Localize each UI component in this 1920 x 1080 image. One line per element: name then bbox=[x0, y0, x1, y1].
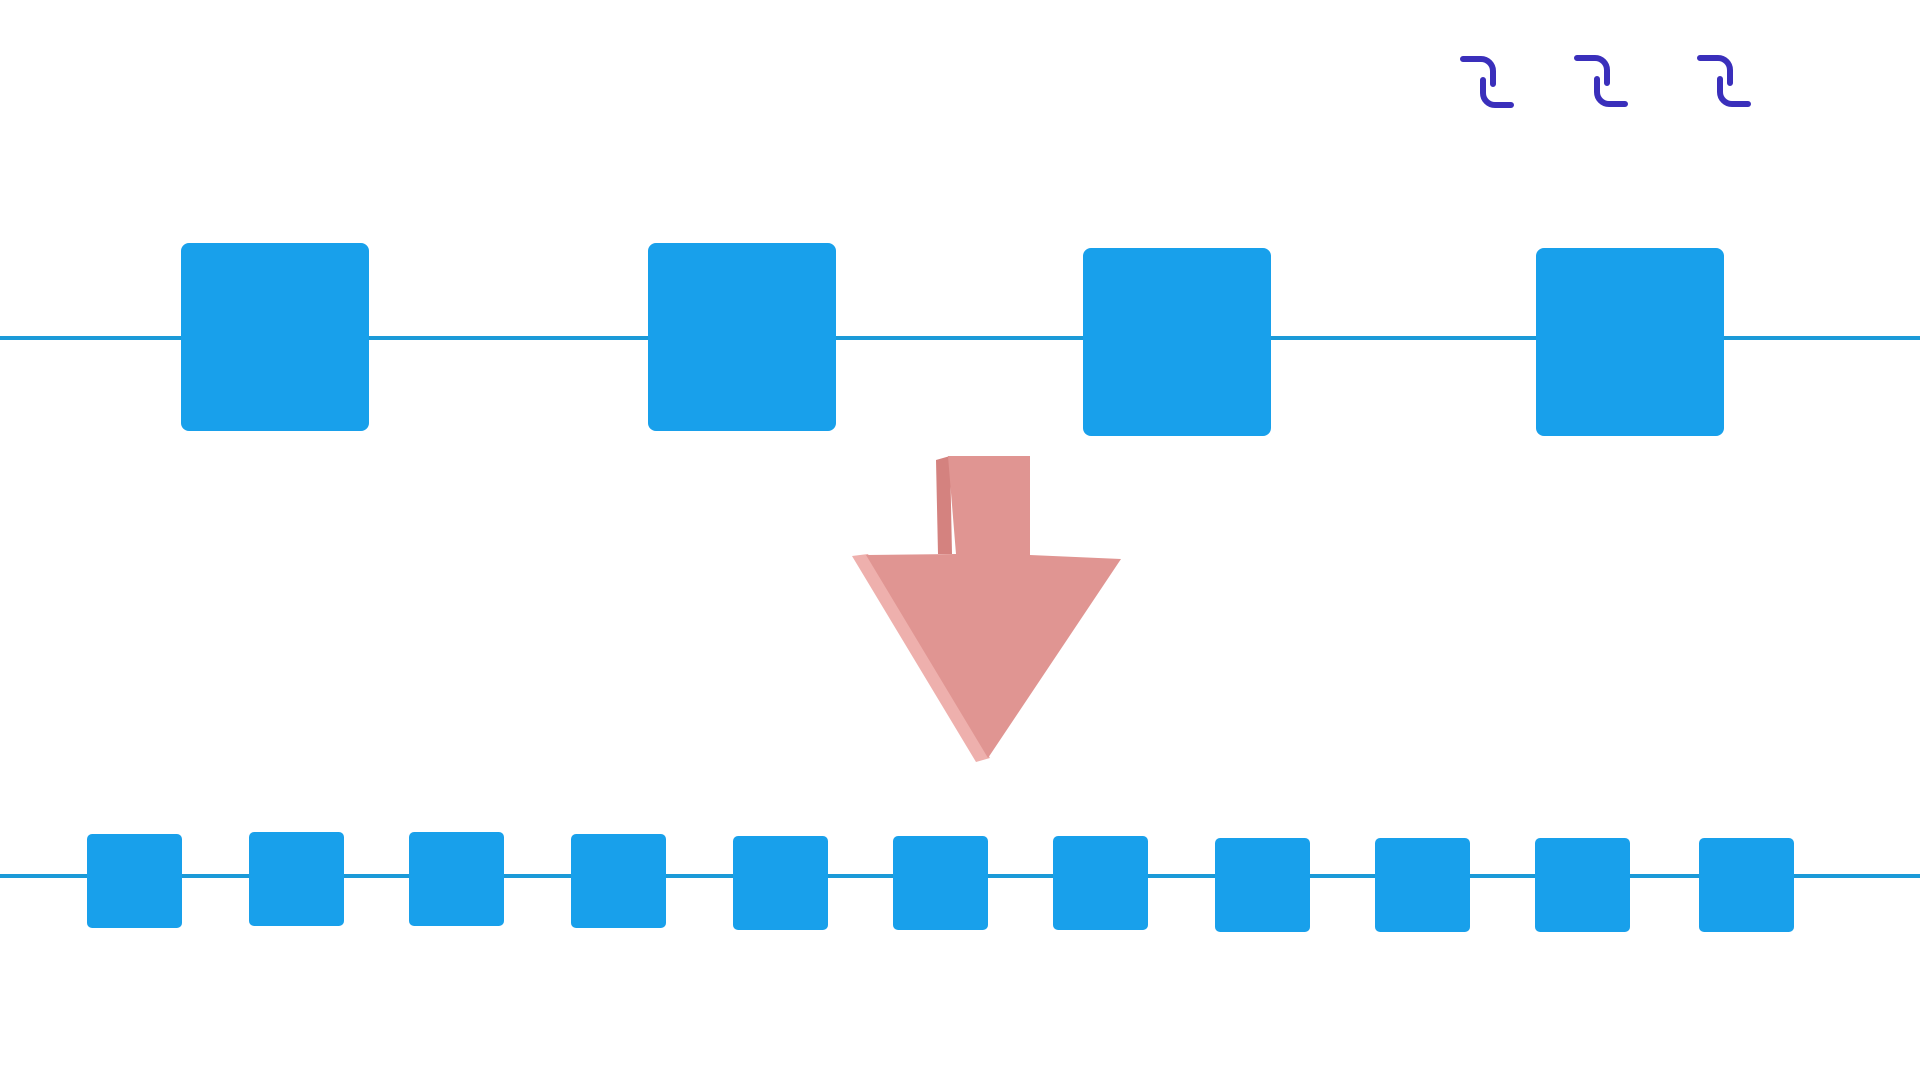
bottom-block bbox=[1215, 838, 1310, 932]
bottom-block bbox=[893, 836, 988, 930]
top-block bbox=[1536, 248, 1724, 436]
bottom-block bbox=[409, 832, 504, 926]
top-track-line bbox=[0, 336, 1920, 340]
arrow-shaft-side bbox=[936, 456, 952, 554]
top-block bbox=[648, 243, 836, 431]
top-block bbox=[1083, 248, 1271, 436]
bottom-block bbox=[87, 834, 182, 928]
chain-link-icon bbox=[1574, 55, 1628, 107]
chain-link-icon bbox=[1460, 56, 1514, 108]
bottom-block bbox=[1699, 838, 1794, 932]
bottom-block bbox=[733, 836, 828, 930]
arrow-head-side bbox=[852, 554, 990, 762]
bottom-block bbox=[571, 834, 666, 928]
bottom-block bbox=[1535, 838, 1630, 932]
top-block bbox=[181, 243, 369, 431]
bottom-block bbox=[1375, 838, 1470, 932]
arrow-body bbox=[866, 456, 1121, 758]
chain-link-icon bbox=[1697, 55, 1751, 107]
bottom-block bbox=[249, 832, 344, 926]
bottom-block bbox=[1053, 836, 1148, 930]
